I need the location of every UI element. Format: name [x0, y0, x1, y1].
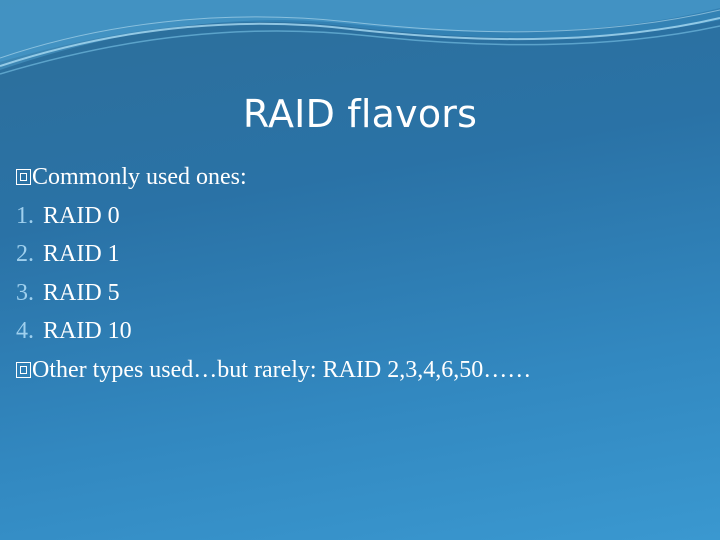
list-number: 1.: [16, 202, 34, 229]
list-item: 1. RAID 0: [16, 197, 706, 236]
slide-title: RAID flavors: [242, 92, 478, 136]
tail-text: Other types used…but rarely: RAID 2,3,4,…: [32, 356, 532, 383]
lead-text: Commonly used ones:: [32, 164, 247, 190]
list-item-text: RAID 0: [43, 202, 120, 229]
slide-body: Commonly used ones: 1. RAID 0 2. RAID 1 3.…: [16, 158, 706, 389]
list-item-text: RAID 5: [43, 279, 120, 306]
hollow-square-bullet-icon: [16, 169, 31, 185]
list-item: 2. RAID 1: [16, 235, 706, 274]
hollow-square-bullet-icon: [16, 361, 31, 378]
decorative-wave-header: [0, 0, 720, 75]
list-item-text: RAID 10: [43, 318, 132, 344]
bullet-line-tail: Other types used…but rarely: RAID 2,3,4,…: [16, 351, 706, 390]
list-item: 4. RAID 10: [16, 312, 706, 351]
bullet-line-lead: Commonly used ones:: [16, 158, 706, 197]
list-number: 2.: [16, 241, 34, 267]
list-number: 4.: [16, 318, 34, 344]
list-number: 3.: [16, 279, 34, 306]
list-item: 3. RAID 5: [16, 274, 706, 313]
list-item-text: RAID 1: [43, 241, 120, 267]
